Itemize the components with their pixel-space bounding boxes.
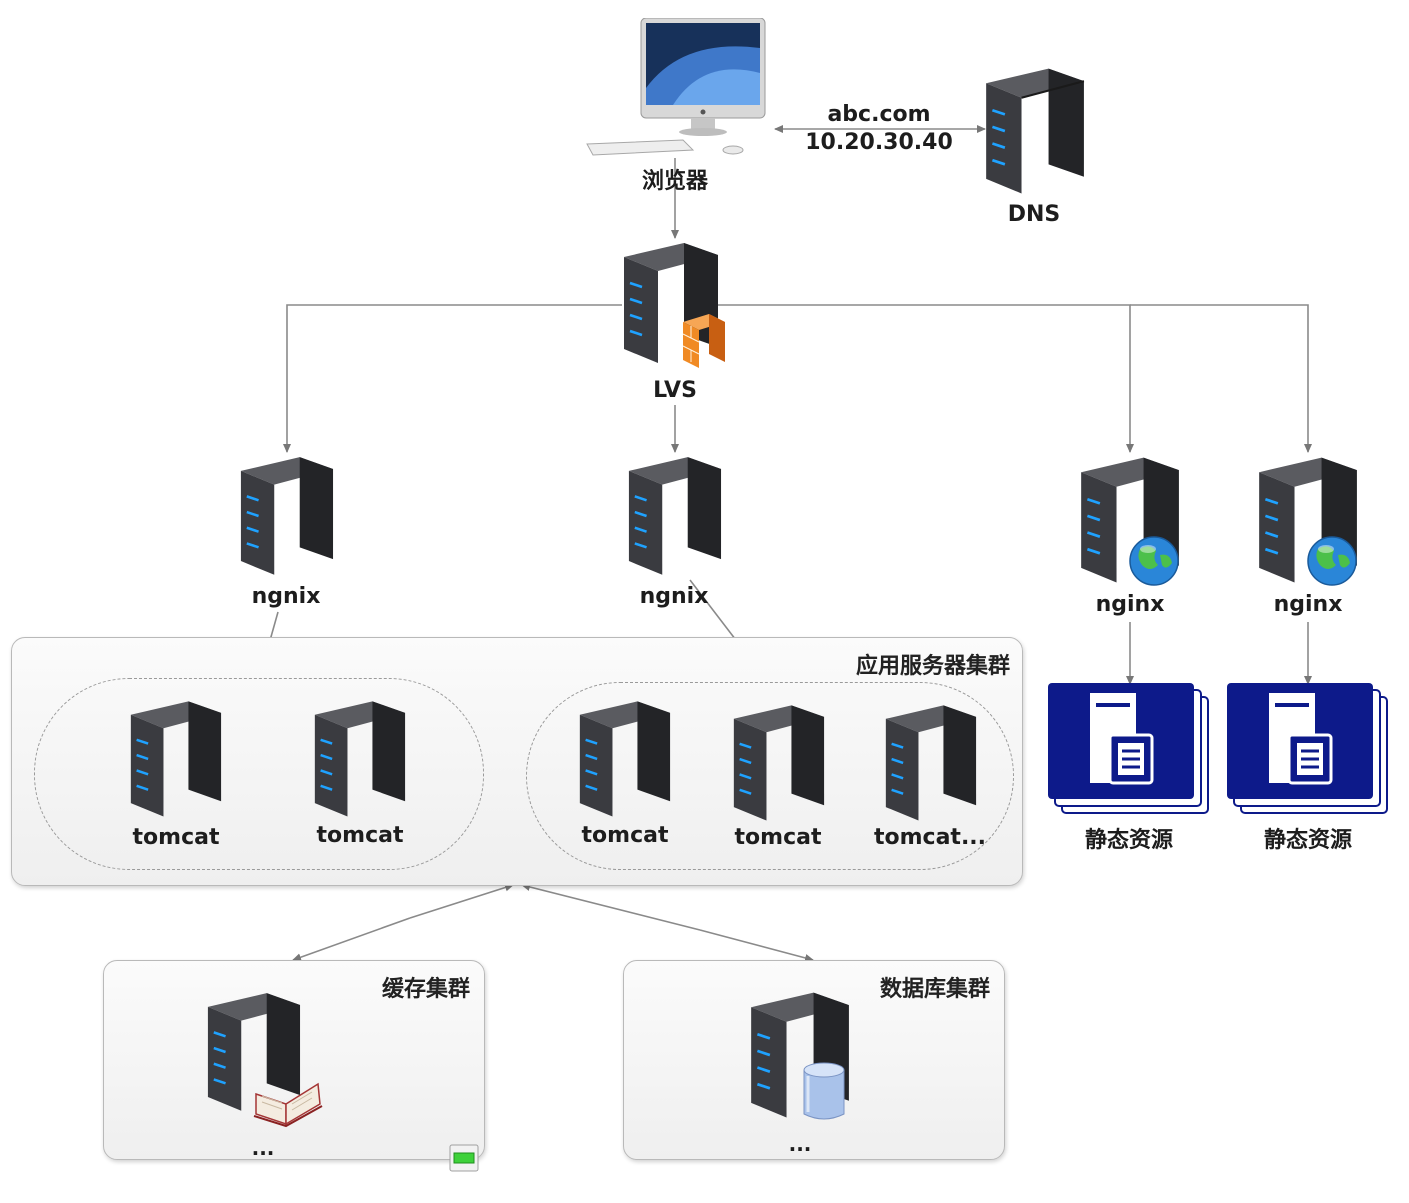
tomcat-server-icon-3 xyxy=(579,701,671,817)
tomcat-group-1 xyxy=(34,678,484,870)
cache-node-label: ... xyxy=(251,1136,275,1160)
tomcat-server-icon-5 xyxy=(885,705,977,821)
db-node-label: ... xyxy=(788,1132,812,1156)
static-resource-label-1: 静态资源 xyxy=(1084,828,1174,853)
dns-ip: 10.20.30.40 xyxy=(805,130,953,155)
static-resource-icon-2 xyxy=(1227,683,1388,814)
nginx-label-3: nginx xyxy=(1095,592,1165,617)
globe-icon-2 xyxy=(1307,536,1357,586)
nginx-label-1: ngnix xyxy=(251,584,321,609)
nginx-label-4: nginx xyxy=(1273,592,1343,617)
tomcat-label-3: tomcat xyxy=(581,823,669,848)
lvs-label: LVS xyxy=(653,378,697,403)
tomcat-label-1: tomcat xyxy=(132,825,220,850)
nginx-server-icon-1 xyxy=(240,457,334,575)
static-resource-label-2: 静态资源 xyxy=(1263,828,1353,853)
status-indicator-icon xyxy=(449,1144,479,1172)
tomcat-label-2: tomcat xyxy=(316,823,404,848)
dns-domain: abc.com xyxy=(827,102,931,127)
tomcat-label-5: tomcat... xyxy=(873,825,987,850)
tomcat-server-icon-1 xyxy=(130,701,222,817)
dns-label: DNS xyxy=(1007,202,1061,227)
cache-server-icon xyxy=(207,993,301,1111)
tomcat-group-2 xyxy=(526,682,1014,870)
tomcat-server-icon-2 xyxy=(314,701,406,817)
database-cylinder-icon xyxy=(803,1062,845,1120)
tomcat-server-icon-4 xyxy=(733,705,825,821)
app-server-cluster-panel: 应用服务器集群 xyxy=(11,637,1023,886)
db-cluster-title: 数据库集群 xyxy=(879,977,990,1002)
open-book-icon xyxy=(253,1082,323,1128)
dns-server-icon xyxy=(986,68,1085,194)
nginx-label-2: ngnix xyxy=(639,584,709,609)
globe-icon-1 xyxy=(1129,536,1179,586)
nginx-server-icon-2 xyxy=(628,457,722,575)
static-resource-icon-1 xyxy=(1048,683,1209,814)
browser-label: 浏览器 xyxy=(641,169,709,194)
app-cluster-title: 应用服务器集群 xyxy=(855,654,1010,679)
cache-cluster-title: 缓存集群 xyxy=(381,977,470,1002)
browser-computer-icon xyxy=(586,18,766,156)
tomcat-label-4: tomcat xyxy=(734,825,822,850)
firewall-icon xyxy=(682,314,725,368)
